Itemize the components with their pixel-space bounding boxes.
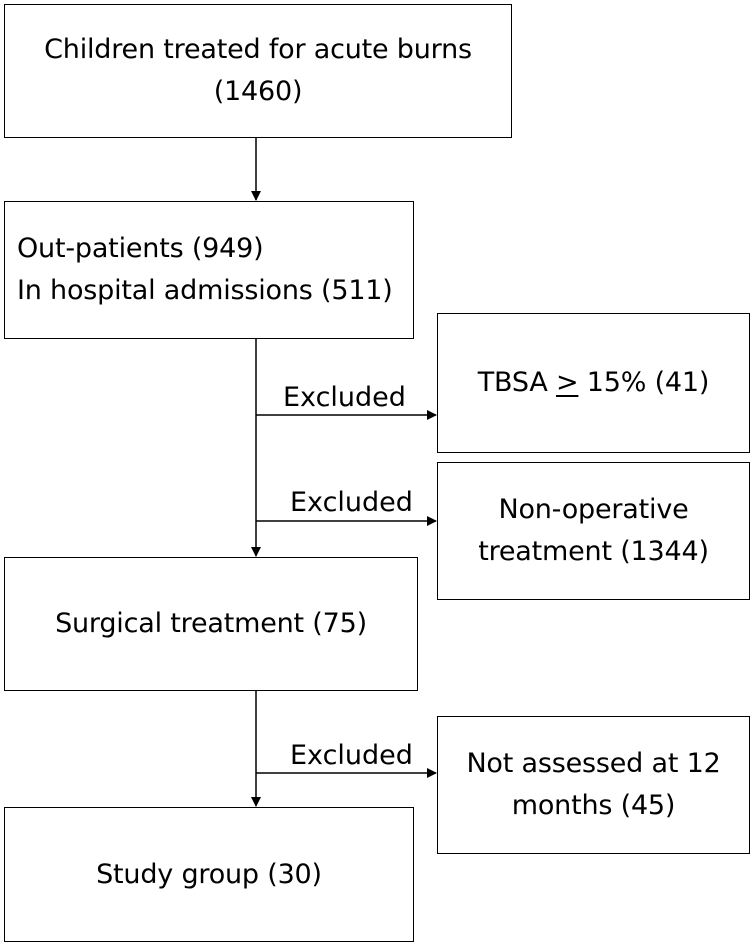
- excluded-label-2: Excluded: [290, 487, 413, 518]
- excluded-label-1: Excluded: [283, 382, 406, 413]
- box-study-group: Study group (30): [4, 807, 414, 942]
- box-children-treated: Children treated for acute burns (1460): [4, 4, 512, 138]
- tbsa-line: TBSA > 15% (41): [477, 362, 710, 404]
- surgical-line1: Surgical treatment (75): [55, 608, 367, 639]
- not-assessed-line2: months (45): [511, 790, 676, 821]
- children-treated-line2: (1460): [213, 76, 303, 107]
- tbsa-suffix: 15% (41): [578, 367, 710, 398]
- not-assessed-line1: Not assessed at 12: [466, 748, 721, 779]
- box-not-assessed: Not assessed at 12 months (45): [437, 716, 750, 854]
- patients-line1: Out-patients (949): [17, 233, 264, 264]
- box-non-operative: Non-operative treatment (1344): [437, 462, 750, 600]
- tbsa-symbol: >: [555, 367, 579, 398]
- excluded-label-3: Excluded: [290, 740, 413, 771]
- children-treated-line1: Children treated for acute burns: [44, 34, 472, 65]
- box-surgical: Surgical treatment (75): [4, 557, 418, 691]
- study-group-line1: Study group (30): [96, 858, 322, 890]
- patients-line2: In hospital admissions (511): [17, 275, 393, 306]
- non-operative-line2: treatment (1344): [478, 536, 709, 567]
- box-tbsa: TBSA > 15% (41): [437, 313, 750, 453]
- box-patients: Out-patients (949) In hospital admission…: [4, 201, 414, 339]
- non-operative-line1: Non-operative: [498, 494, 689, 525]
- tbsa-prefix: TBSA: [477, 367, 556, 398]
